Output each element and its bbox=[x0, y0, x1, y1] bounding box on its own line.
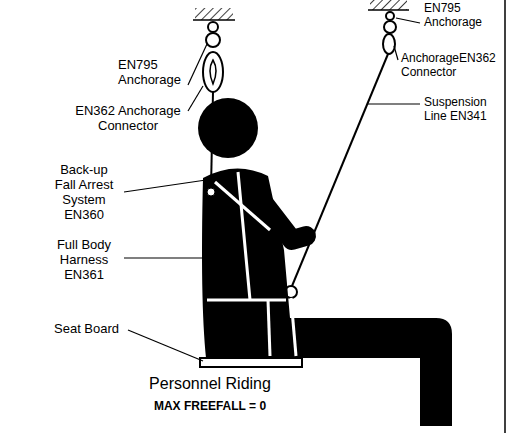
part-label: Back-up Fall Arrest System EN360 bbox=[48, 163, 120, 223]
anchorage-ring bbox=[206, 33, 220, 47]
part-label: Seat Board bbox=[54, 322, 144, 337]
karabiner-gate bbox=[210, 60, 216, 84]
part-label: EN795 Anchorage bbox=[424, 2, 490, 30]
person-head bbox=[198, 98, 258, 158]
part-label: Suspension Line EN341 bbox=[424, 96, 490, 124]
person-arm bbox=[252, 188, 306, 240]
part-label: EN795 Anchorage bbox=[118, 58, 188, 88]
anchorage-hatch bbox=[370, 0, 407, 10]
suspension-line bbox=[292, 54, 388, 286]
anchorage-eye bbox=[208, 22, 218, 32]
connector bbox=[383, 34, 395, 54]
leader-lines bbox=[124, 18, 420, 361]
seat-board bbox=[200, 358, 302, 367]
part-label: AnchorageEN362 Connector bbox=[401, 52, 502, 80]
anchorage-base bbox=[368, 9, 409, 11]
frame-line bbox=[504, 0, 506, 433]
warning-note: MAX FREEFALL = 0 bbox=[130, 400, 290, 414]
part-label: Full Body Harness EN361 bbox=[48, 238, 120, 283]
d-ring bbox=[207, 188, 215, 196]
anchorage-ring bbox=[384, 21, 396, 33]
anchorage-hatch bbox=[195, 8, 233, 20]
figure-caption: Personnel Riding bbox=[105, 375, 315, 393]
part-label: EN362 Anchorage Connector bbox=[70, 104, 186, 134]
karabiner bbox=[203, 52, 223, 92]
anchorage-eye bbox=[386, 12, 394, 20]
harness-straps bbox=[207, 172, 296, 356]
anchorage-base bbox=[193, 19, 235, 21]
